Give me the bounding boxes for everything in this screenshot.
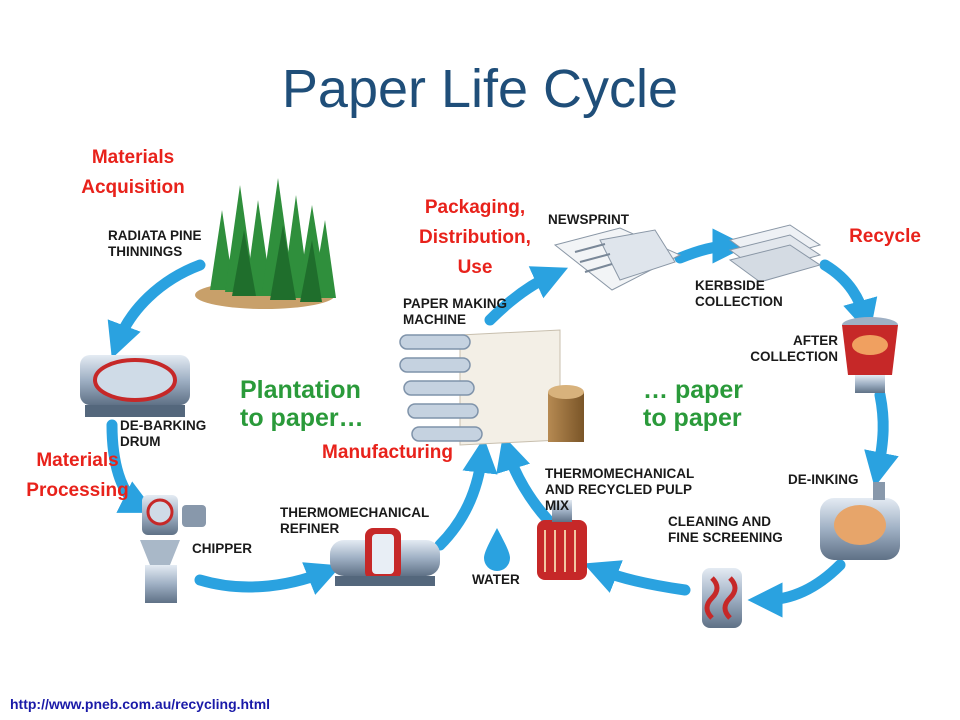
stage-label-materials-acquisition: Materials Acquisition (81, 147, 185, 198)
center-text-paper-to-paper: … paper to paper (643, 376, 744, 432)
label-thermomechanical-refiner: THERMOMECHANICAL REFINER (280, 505, 430, 536)
label-after-collection: AFTER COLLECTION (750, 333, 838, 364)
de-inking-tank-illustration (820, 482, 900, 560)
kerbside-paper-stack-illustration (728, 224, 822, 283)
pulp-mix-tank-illustration (537, 500, 587, 580)
page-title: Paper Life Cycle (281, 59, 679, 119)
label-water: WATER (472, 572, 520, 587)
arrow-pulpmix-to-machine (496, 435, 554, 526)
thermomechanical-refiner-illustration (330, 528, 440, 586)
arrow-after-to-deinking (864, 389, 899, 488)
label-radiata-pine-thinnings: RADIATA PINE THINNINGS (108, 228, 202, 259)
label-chipper: CHIPPER (192, 541, 253, 556)
label-de-barking-drum: DE-BARKING DRUM (120, 418, 207, 449)
label-de-inking: DE-INKING (788, 472, 859, 487)
label-kerbside-collection: KERBSIDE COLLECTION (695, 278, 783, 309)
stage-label-packaging-distribution-use: Packaging, Distribution, Use (419, 197, 531, 278)
arrow-newsprint-to-kerbside (674, 228, 748, 264)
left-cycle-arrows (106, 259, 569, 595)
pine-forest-illustration (195, 178, 336, 309)
label-thermomechanical-recycled-pulp-mix: THERMOMECHANICAL AND RECYCLED PULP MIX (545, 466, 695, 513)
arrow-chipper-to-refiner (194, 562, 342, 595)
source-url-link[interactable]: http://www.pneb.com.au/recycling.html (10, 696, 271, 712)
after-collection-pulper-illustration (842, 317, 898, 393)
arrow-machine-to-newsprint (484, 266, 569, 326)
arrow-kerbside-to-after (819, 259, 878, 335)
chipper-illustration (140, 495, 206, 603)
right-cycle-arrows (496, 228, 899, 618)
label-newsprint: NEWSPRINT (548, 212, 629, 227)
debarking-drum-illustration (80, 355, 190, 417)
paper-making-machine-illustration (399, 329, 584, 446)
label-cleaning-fine-screening: CLEANING AND FINE SCREENING (668, 514, 783, 545)
stage-label-materials-processing: Materials Processing (26, 450, 129, 501)
stage-label-recycle: Recycle (849, 226, 921, 247)
arrow-cleaning-to-pulpmix (583, 560, 691, 596)
stage-label-manufacturing: Manufacturing (322, 442, 453, 463)
arrow-forest-to-debarking (107, 259, 206, 359)
label-paper-making-machine: PAPER MAKING MACHINE (403, 296, 508, 327)
arrow-deinking-to-cleaning (747, 559, 846, 618)
arrow-debarking-to-chipper (106, 419, 156, 513)
cleaning-screening-illustration (702, 568, 742, 628)
arrow-refiner-to-machine (434, 437, 498, 551)
center-text-plantation-to-paper: Plantation to paper… (240, 376, 364, 432)
newsprint-illustration (553, 227, 682, 291)
water-drop-icon (484, 528, 510, 571)
